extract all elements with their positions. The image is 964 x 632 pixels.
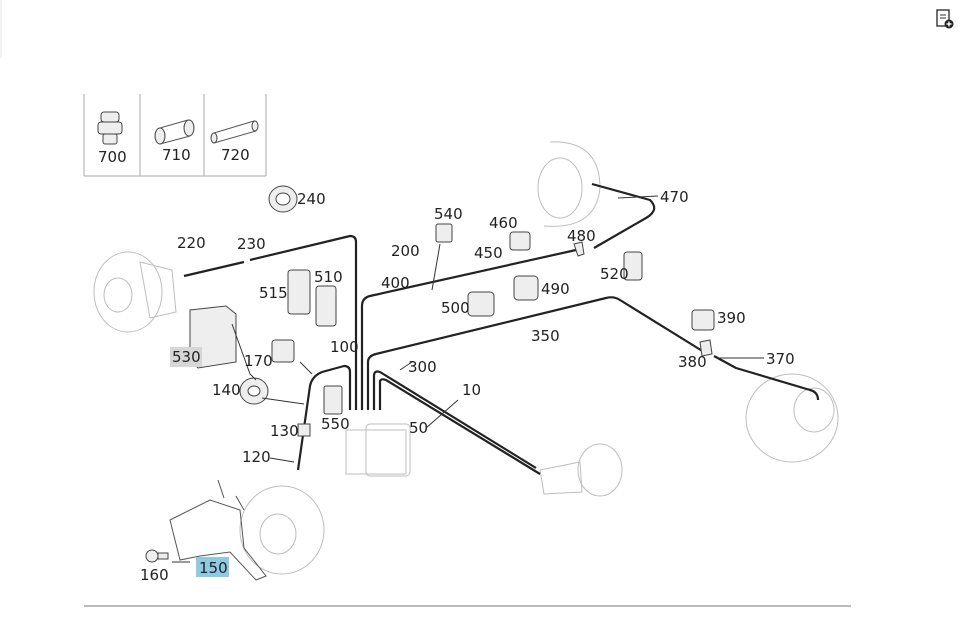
line-350	[366, 296, 705, 410]
label-460[interactable]: 460	[489, 214, 518, 232]
label-160[interactable]: 160	[140, 566, 169, 584]
brake-lines	[183, 182, 820, 475]
part-720-tube	[210, 120, 259, 144]
document-add-icon	[936, 9, 954, 29]
label-500[interactable]: 500	[441, 299, 470, 317]
line-100	[296, 364, 352, 471]
part-515-clip	[287, 269, 311, 315]
line-50	[378, 378, 541, 475]
label-50[interactable]: 50	[409, 419, 428, 437]
label-540[interactable]: 540	[434, 205, 463, 223]
document-add-button[interactable]	[934, 8, 956, 30]
label-510[interactable]: 510	[314, 268, 343, 286]
line-10	[372, 370, 537, 469]
part-550-clip	[323, 385, 343, 415]
label-10[interactable]: 10	[462, 381, 481, 399]
label-120[interactable]: 120	[242, 448, 271, 466]
part-510-clip	[315, 285, 337, 327]
part-540-clip	[435, 223, 453, 243]
label-150[interactable]: 150	[199, 559, 228, 577]
label-240[interactable]: 240	[297, 190, 326, 208]
part-140-grommet	[239, 377, 269, 405]
line-200	[249, 234, 358, 410]
label-550[interactable]: 550	[321, 415, 350, 433]
label-490[interactable]: 490	[541, 280, 570, 298]
part-710-sleeve	[154, 119, 195, 145]
part-520-clip	[623, 251, 643, 281]
label-130[interactable]: 130	[270, 422, 299, 440]
label-710[interactable]: 710	[162, 146, 191, 164]
label-700[interactable]: 700	[98, 148, 127, 166]
part-490-clip	[513, 275, 539, 301]
part-160-bolt	[145, 549, 169, 563]
label-300[interactable]: 300	[408, 358, 437, 376]
part-500-clip	[467, 291, 495, 317]
label-350[interactable]: 350	[531, 327, 560, 345]
line-220	[183, 260, 245, 278]
part-700-bushing	[97, 111, 123, 145]
line-400	[360, 248, 577, 410]
label-380[interactable]: 380	[678, 353, 707, 371]
label-200[interactable]: 200	[391, 242, 420, 260]
highlight-530[interactable]	[170, 347, 202, 367]
part-390-clip	[691, 309, 715, 331]
label-515[interactable]: 515	[259, 284, 288, 302]
label-170[interactable]: 170	[244, 352, 273, 370]
background-components	[93, 141, 839, 581]
part-170-clip	[271, 339, 295, 363]
part-labels: 700 710 720 240 220 230 200 540 460 470 …	[98, 146, 795, 584]
label-450[interactable]: 450	[474, 244, 503, 262]
part-380-bracket	[699, 339, 713, 357]
label-370[interactable]: 370	[766, 350, 795, 368]
label-100[interactable]: 100	[330, 338, 359, 356]
part-130-bracket	[297, 423, 311, 437]
label-220[interactable]: 220	[177, 234, 206, 252]
inset-parts-table	[83, 94, 267, 177]
label-480[interactable]: 480	[567, 227, 596, 245]
label-140[interactable]: 140	[212, 381, 241, 399]
label-720[interactable]: 720	[221, 146, 250, 164]
highlight-150[interactable]	[196, 557, 229, 577]
part-240-grommet	[268, 185, 298, 213]
panel-edge	[0, 0, 2, 58]
label-390[interactable]: 390	[717, 309, 746, 327]
part-480-bracket	[573, 241, 585, 257]
label-530[interactable]: 530	[172, 348, 201, 366]
components	[145, 185, 715, 563]
leader-lines	[172, 195, 764, 563]
part-460-clip	[509, 231, 531, 251]
line-470	[591, 182, 656, 249]
label-470[interactable]: 470	[660, 188, 689, 206]
label-520[interactable]: 520	[600, 265, 629, 283]
label-400[interactable]: 400	[381, 274, 410, 292]
label-230[interactable]: 230	[237, 235, 266, 253]
line-370	[713, 355, 820, 401]
